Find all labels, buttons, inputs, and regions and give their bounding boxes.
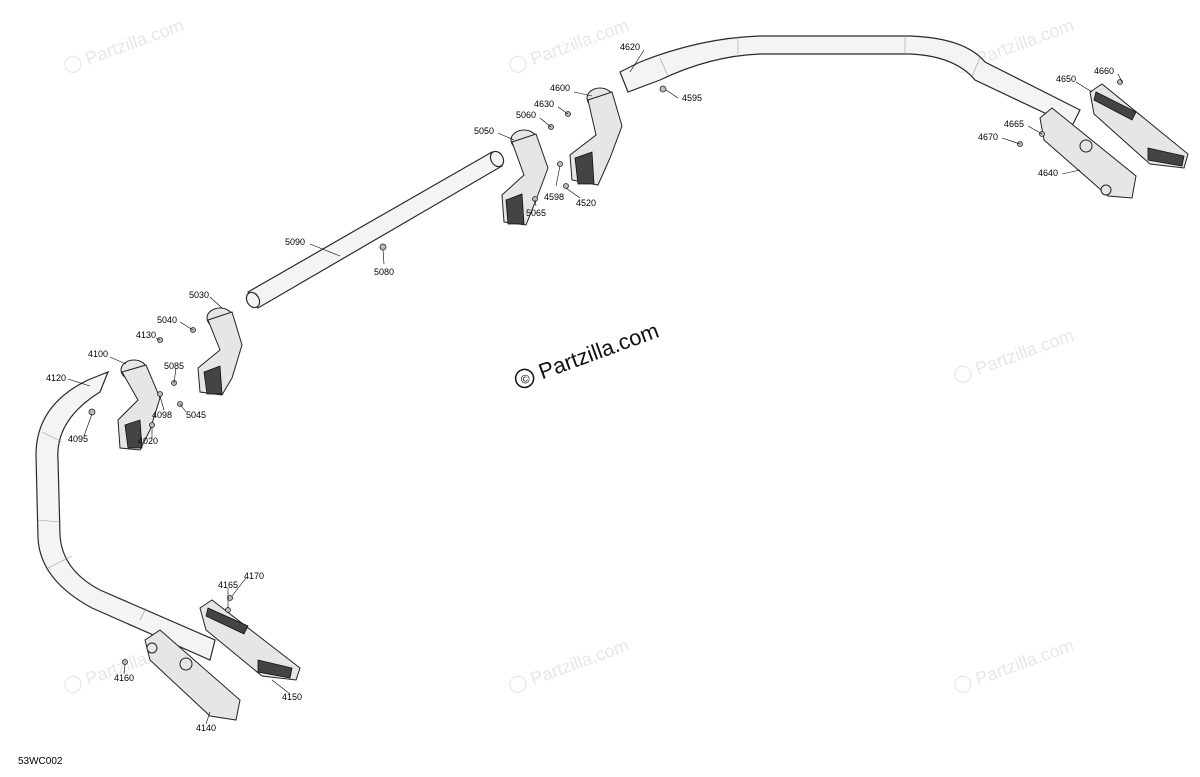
label-5060: 5060 — [516, 110, 536, 120]
label-4165: 4165 — [218, 580, 238, 590]
label-4595: 4595 — [682, 93, 702, 103]
step-4650 — [1089, 83, 1189, 169]
label-4630: 4630 — [534, 99, 554, 109]
fasteners — [88, 79, 1123, 665]
svg-text:©: © — [519, 371, 532, 387]
bracket-4600 — [569, 87, 623, 186]
watermark-faint-2: Partzilla.com — [509, 15, 632, 73]
tube-5090 — [245, 150, 505, 309]
label-4100: 4100 — [88, 349, 108, 359]
svg-text:Partzilla.com: Partzilla.com — [973, 635, 1077, 689]
step-4640 — [1039, 107, 1137, 199]
label-4095: 4095 — [68, 434, 88, 444]
label-5045: 5045 — [186, 410, 206, 420]
label-4170: 4170 — [244, 571, 264, 581]
watermark-faint-4: Partzilla.com — [954, 325, 1077, 383]
watermark-faint-7: Partzilla.com — [954, 635, 1077, 693]
label-4665: 4665 — [1004, 119, 1024, 129]
svg-text:Partzilla.com: Partzilla.com — [528, 635, 632, 689]
watermark-faint-1: Partzilla.com — [64, 15, 187, 73]
label-4600: 4600 — [550, 83, 570, 93]
svg-text:Partzilla.com: Partzilla.com — [973, 15, 1077, 69]
label-4130: 4130 — [136, 330, 156, 340]
label-4140: 4140 — [196, 723, 216, 733]
label-4598: 4598 — [544, 192, 564, 202]
step-4140 — [144, 629, 241, 721]
label-5050: 5050 — [474, 126, 494, 136]
label-4150: 4150 — [282, 692, 302, 702]
svg-text:Partzilla.com: Partzilla.com — [535, 318, 662, 385]
label-5065: 5065 — [526, 208, 546, 218]
label-5030: 5030 — [189, 290, 209, 300]
tube-4120 — [35, 370, 216, 661]
label-4120: 4120 — [46, 373, 66, 383]
leader-lines — [67, 49, 1123, 725]
watermark-faint-6: Partzilla.com — [509, 635, 632, 693]
bracket-5030 — [197, 307, 243, 396]
label-5090: 5090 — [285, 237, 305, 247]
label-4670: 4670 — [978, 132, 998, 142]
label-5040: 5040 — [157, 315, 177, 325]
svg-text:Partzilla.com: Partzilla.com — [83, 15, 187, 69]
bracket-4100 — [117, 359, 161, 451]
bracket-5050 — [501, 129, 549, 226]
label-4620: 4620 — [620, 42, 640, 52]
watermark-main: © Partzilla.com — [514, 318, 662, 389]
svg-text:Partzilla.com: Partzilla.com — [973, 325, 1077, 379]
drawing-code: 53WC002 — [18, 756, 63, 767]
label-5080: 5080 — [374, 267, 394, 277]
label-4098: 4098 — [152, 410, 172, 420]
label-5085: 5085 — [164, 361, 184, 371]
part-labels: 4620 4595 4660 4650 4665 4670 4640 4600 … — [46, 42, 1114, 733]
label-4650: 4650 — [1056, 74, 1076, 84]
tube-4620 — [619, 35, 1081, 127]
label-4640: 4640 — [1038, 168, 1058, 178]
label-4160: 4160 — [114, 673, 134, 683]
label-4660: 4660 — [1094, 66, 1114, 76]
step-4150 — [199, 599, 301, 681]
svg-text:Partzilla.com: Partzilla.com — [528, 15, 632, 69]
label-4520: 4520 — [576, 198, 596, 208]
label-4020: 4020 — [138, 436, 158, 446]
